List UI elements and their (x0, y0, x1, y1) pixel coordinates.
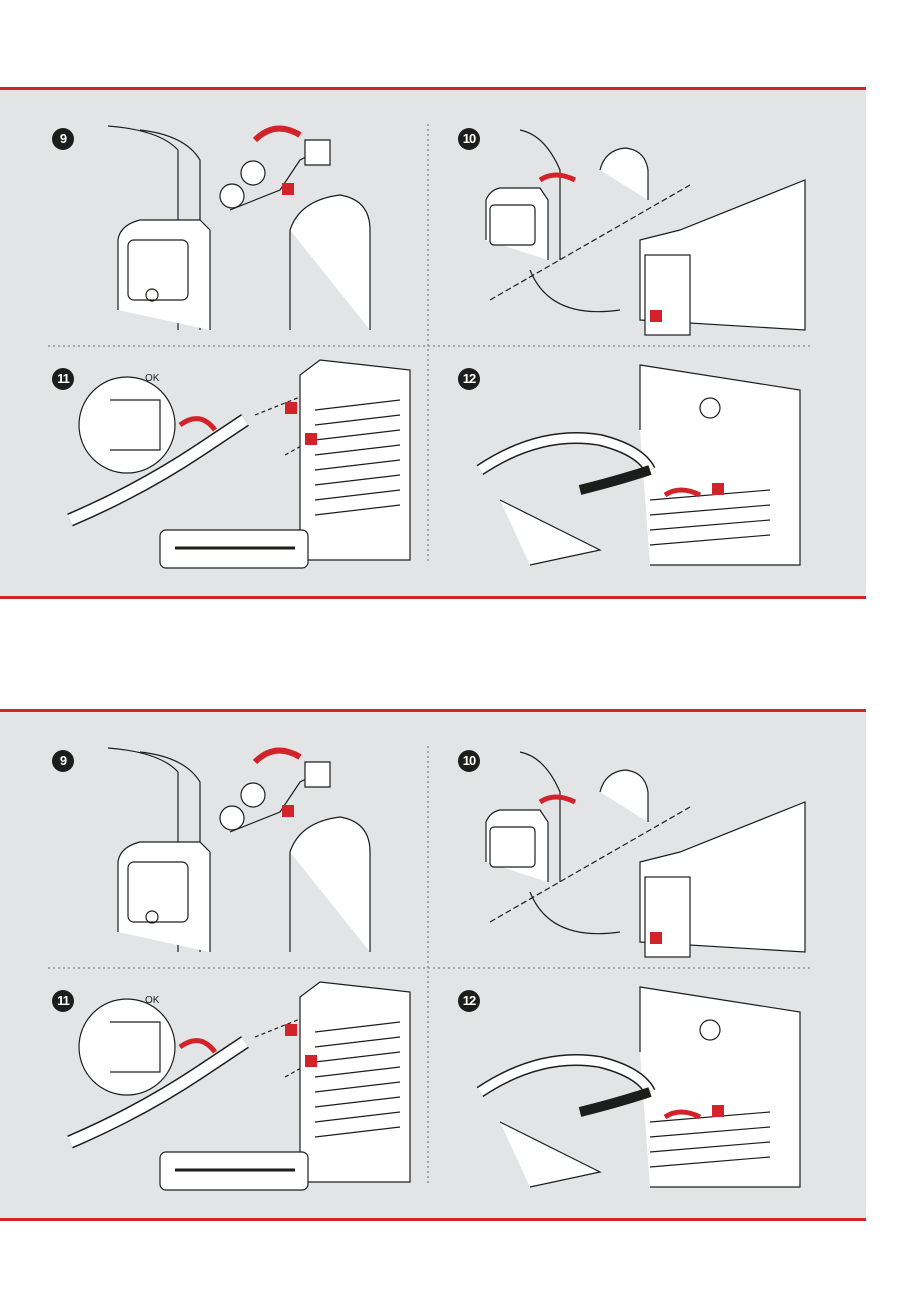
step-badge-10: 10 (458, 128, 480, 150)
step-badge-9: 9 (52, 750, 74, 772)
step-badge-12: 12 (458, 368, 480, 390)
instruction-panel-2: 9 10 11 12 OK (0, 709, 866, 1221)
step-badge-10: 10 (458, 750, 480, 772)
instruction-panel-1: 9 10 11 12 OK (0, 87, 866, 599)
step-badge-9: 9 (52, 128, 74, 150)
step-badge-12: 12 (458, 990, 480, 1012)
ok-label: OK (145, 995, 160, 1006)
step10-illustration (485, 129, 806, 336)
illustration-layer (48, 746, 810, 1191)
step-badge-11: 11 (52, 368, 74, 390)
step9-illustration (107, 747, 371, 952)
step12-illustration (476, 986, 801, 1188)
ok-label: OK (145, 373, 160, 384)
step11-illustration (67, 981, 411, 1191)
step11-illustration (67, 359, 411, 569)
step12-illustration (476, 364, 801, 566)
step10-illustration (485, 751, 806, 958)
step-badge-11: 11 (52, 990, 74, 1012)
illustration-layer (48, 124, 810, 569)
step9-illustration (107, 125, 371, 330)
